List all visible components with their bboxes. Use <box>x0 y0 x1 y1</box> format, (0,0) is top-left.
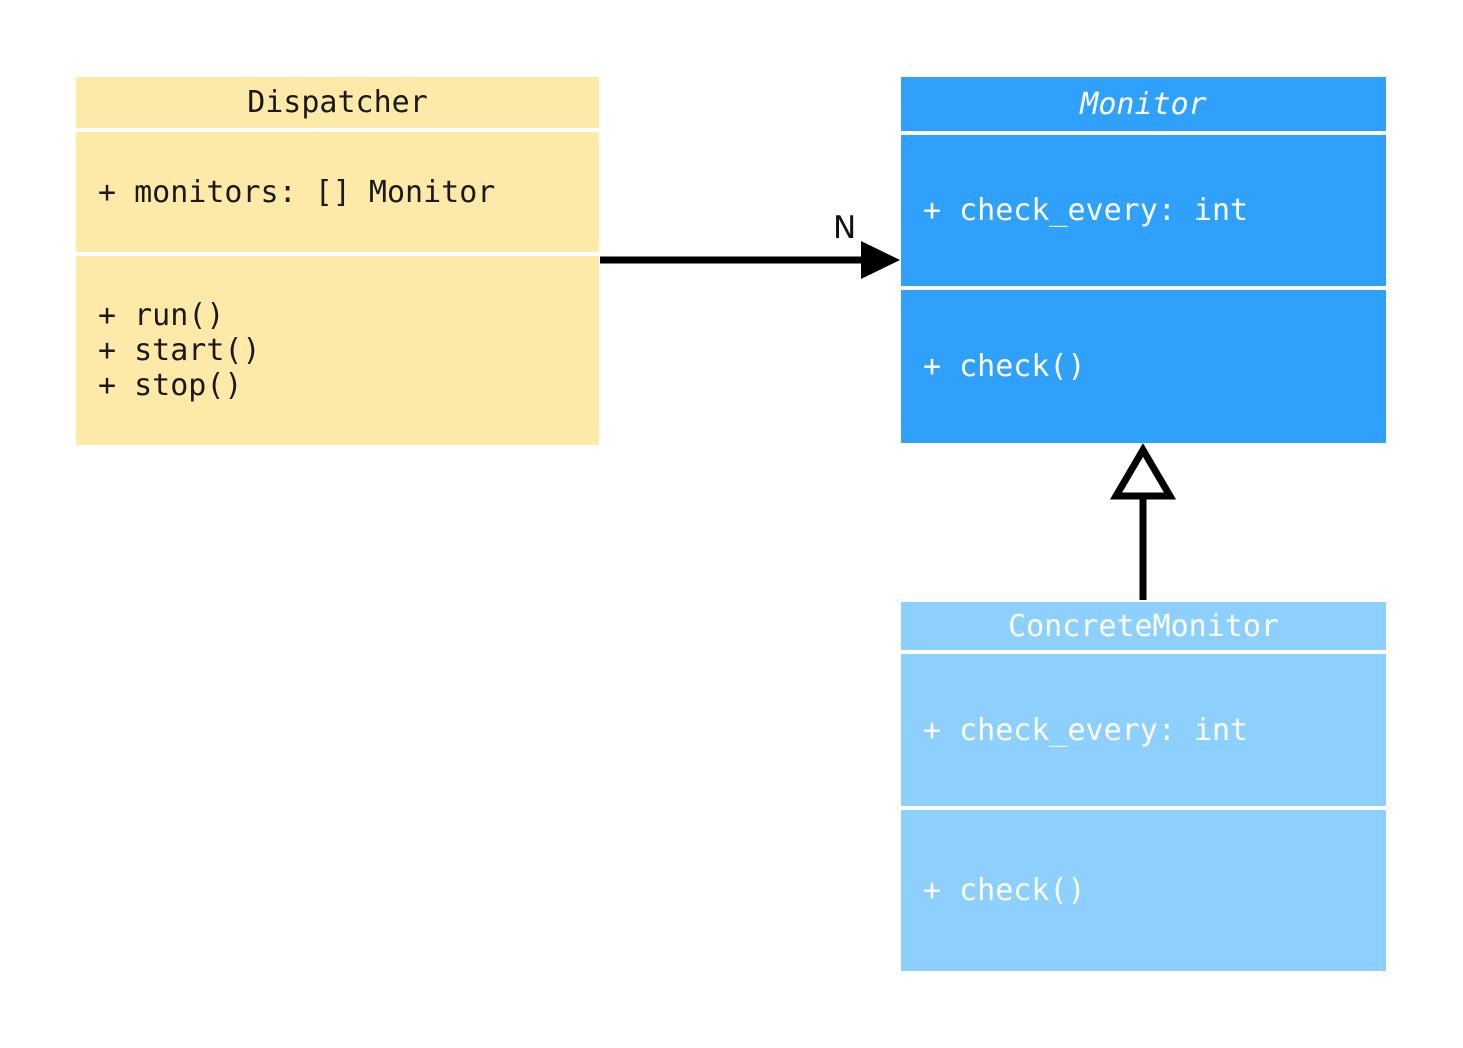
class-attributes-dispatcher: + monitors: [] Monitor <box>76 132 599 256</box>
generalization-concretemonitor-to-monitor <box>1109 443 1177 600</box>
filled-triangle-arrowhead-icon <box>861 241 900 279</box>
class-attributes-monitor: + check_every: int <box>901 135 1386 290</box>
method-item: + check() <box>923 349 1086 384</box>
hollow-triangle-arrowhead-icon <box>1109 443 1177 500</box>
class-attributes-concretemonitor: + check_every: int <box>901 654 1386 810</box>
class-methods-monitor: + check() <box>901 290 1386 443</box>
class-methods-concretemonitor: + check() <box>901 810 1386 971</box>
class-title-monitor: Monitor <box>901 77 1386 135</box>
method-item: + check() <box>923 873 1086 908</box>
attribute-item: + check_every: int <box>923 193 1249 228</box>
attribute-item: + check_every: int <box>923 712 1249 748</box>
class-methods-dispatcher: + run() + start() + stop() <box>76 256 599 445</box>
association-dispatcher-to-monitor <box>600 241 900 279</box>
uml-class-concretemonitor[interactable]: ConcreteMonitor + check_every: int + che… <box>901 602 1386 971</box>
uml-class-monitor[interactable]: Monitor + check_every: int + check() <box>901 77 1386 443</box>
association-multiplicity-label: N <box>833 210 857 246</box>
method-item: + stop() <box>98 368 243 403</box>
class-title-dispatcher: Dispatcher <box>76 77 599 132</box>
method-item: + start() <box>98 333 261 368</box>
class-title-concretemonitor: ConcreteMonitor <box>901 602 1386 654</box>
method-item: + run() <box>98 298 225 333</box>
uml-class-dispatcher[interactable]: Dispatcher + monitors: [] Monitor + run(… <box>76 77 599 445</box>
attribute-item: + monitors: [] Monitor <box>98 174 496 210</box>
